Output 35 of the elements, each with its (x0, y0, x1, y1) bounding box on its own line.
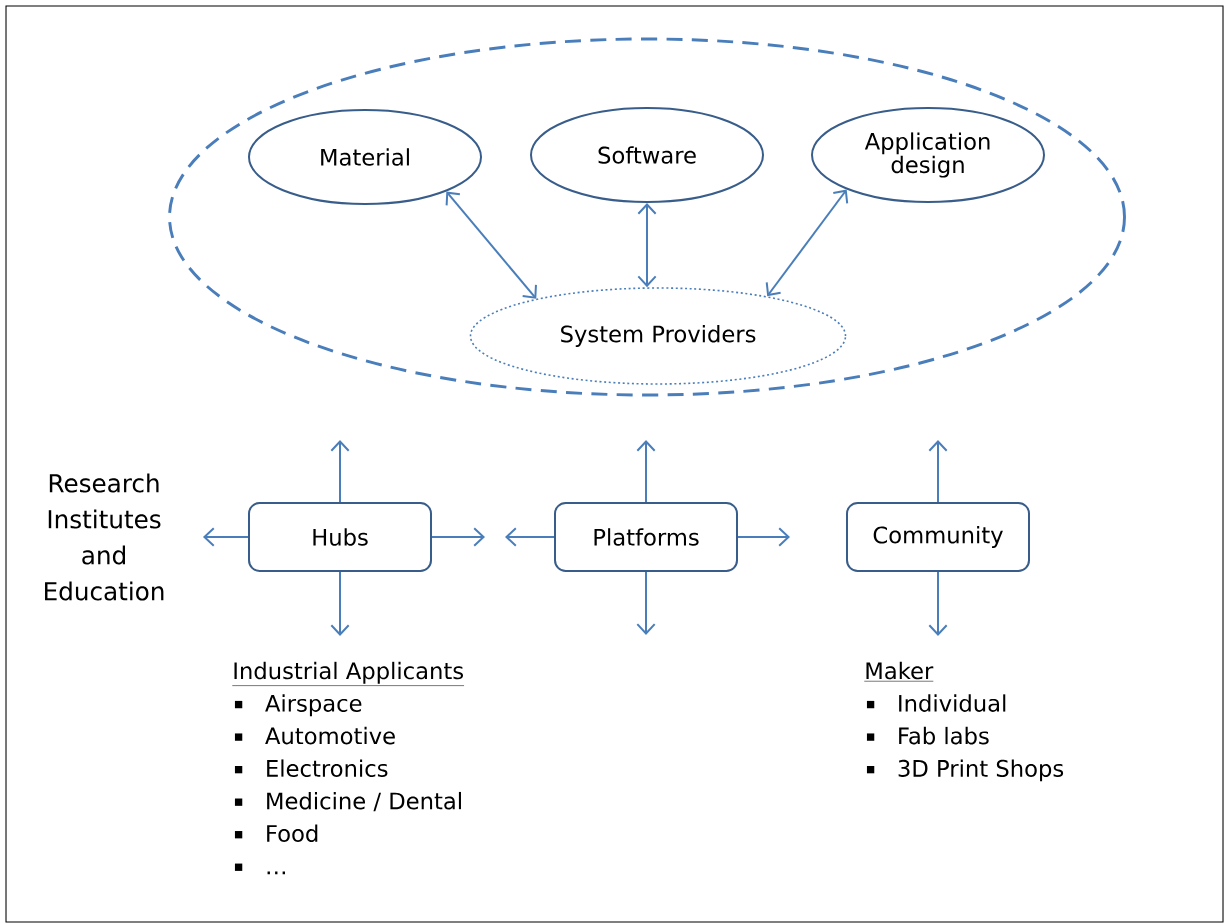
node-label: Fab labs (899, 726, 989, 745)
arrow (202, 527, 249, 547)
arrow (737, 527, 790, 547)
rounded-box: Platforms (554, 502, 738, 572)
node-label: … (267, 871, 285, 875)
node-label: 3D Print Shops (898, 759, 1064, 782)
arrow (330, 571, 350, 636)
arrow (505, 527, 555, 547)
dotted-oval: System Providers (469, 287, 847, 385)
arrow (636, 571, 656, 635)
arrow (928, 571, 948, 636)
bullet-list: Industrial Applicants Airspace Automotive Electronics Medicine / Dental Food … (232, 661, 465, 875)
node-label: Maker (866, 661, 934, 680)
arrow (765, 189, 849, 297)
arrow (445, 191, 537, 299)
node-label: Individual (899, 694, 1006, 712)
oval: Material (248, 109, 482, 205)
node-label: Electronics (267, 759, 388, 777)
arrow (637, 203, 657, 288)
group-ellipse (168, 37, 1126, 397)
node-label: Automotive (265, 726, 395, 745)
rounded-box: Hubs (248, 502, 432, 572)
arrow (431, 527, 485, 547)
bullet-list: Maker Individual Fab labs 3D Print Shops (864, 661, 1064, 782)
arrow (330, 440, 350, 503)
rounded-box: Community (846, 502, 1030, 572)
node-label: Food (267, 824, 318, 843)
node-label: Airspace (265, 694, 362, 717)
arrow (636, 440, 656, 503)
oval: Application design (811, 107, 1045, 203)
node-label: Medicine / Dental (267, 791, 461, 812)
node-label: Industrial Applicants (234, 661, 463, 684)
side-text: Research Institutes and Education (45, 473, 164, 601)
oval: Software (530, 107, 764, 203)
arrow (928, 440, 948, 503)
